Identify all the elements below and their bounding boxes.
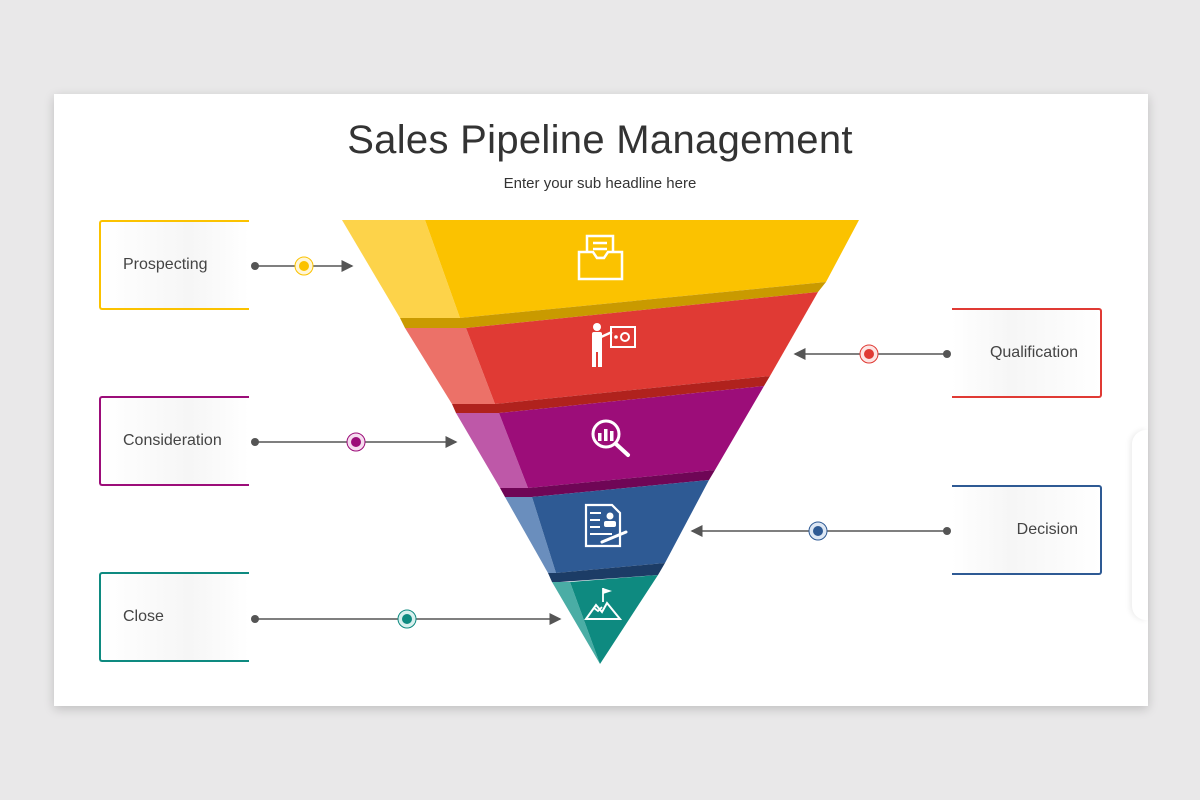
connector-close [251,609,562,629]
side-tab [1132,430,1148,620]
stage-box-qualification: Qualification [952,308,1102,398]
stage-label-qualification: Qualification [989,344,1078,361]
magnifier-chart-icon [591,419,630,457]
mountain-flag-icon [584,588,623,620]
stage-box-close: Close [99,572,249,662]
connector-qualification [793,344,951,364]
stage-label-prospecting: Prospecting [123,256,208,273]
stage-box-prospecting: Prospecting [99,220,249,310]
connector-prospecting [251,256,354,276]
page-subtitle: Enter your sub headline here [503,175,697,192]
connector-consideration [251,432,458,452]
presenter-board-icon [592,323,636,367]
stage-box-decision: Decision [952,485,1102,575]
page-title: Sales Pipeline Management [347,118,853,162]
stage-label-consideration: Consideration [123,432,222,449]
stage-box-consideration: Consideration [99,396,249,486]
funnel-layer-qualification [405,292,818,413]
funnel-layer-prospecting [342,220,859,328]
folder-document-icon [577,234,624,281]
connector-decision [690,521,951,541]
funnel-layer-consideration [456,386,764,497]
stage-label-decision: Decision [1016,521,1078,538]
contract-document-icon [584,503,628,548]
stage-label-close: Close [123,608,164,625]
